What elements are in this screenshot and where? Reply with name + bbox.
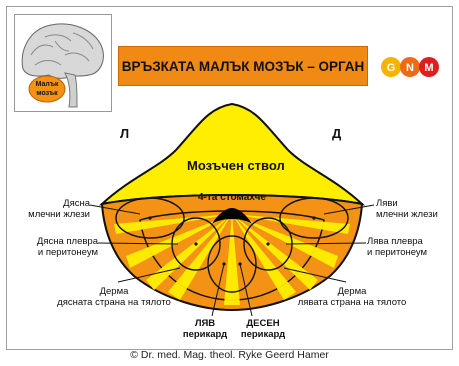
brainstem-label: Мозъчен ствол <box>187 158 285 173</box>
label-left-mammary: Ляви млечни жлези <box>376 198 452 220</box>
label-right-pericardium: ДЕСЕН перикард <box>236 318 290 340</box>
brainstem-shape <box>102 104 362 204</box>
label-right-dermis: Дерма дясната страна на тялото <box>44 286 184 308</box>
label-left-pleura: Лява плевра и перитонеум <box>367 236 447 258</box>
copyright-text: © Dr. med. Mag. theol. Ryke Geerd Hamer <box>0 349 459 361</box>
stomach-label: 4-та стомахче <box>198 192 266 203</box>
label-left-pericardium: ЛЯВ перикард <box>180 318 230 340</box>
label-left-dermis: Дерма лявата страна на тялото <box>282 286 422 308</box>
label-right-pleura: Дясна плевра и перитонеум <box>18 236 98 258</box>
label-right-mammary: Дясна млечни жлези <box>20 198 90 220</box>
